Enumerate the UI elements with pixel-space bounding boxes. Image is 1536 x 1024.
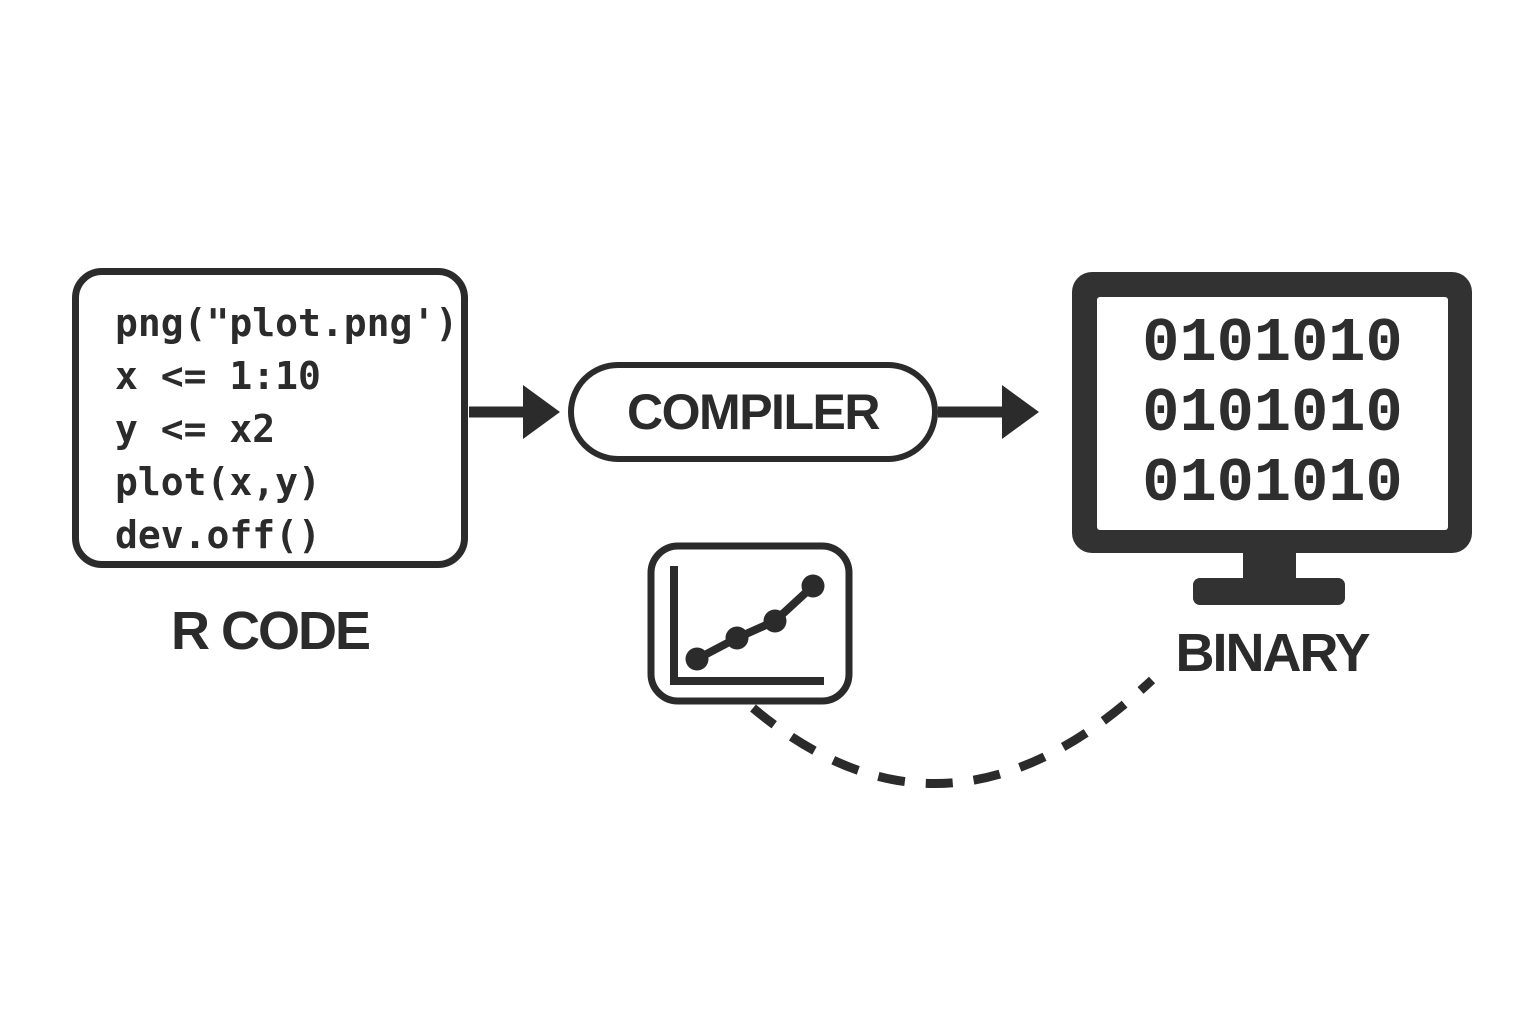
binary-line: 0101010	[1142, 307, 1403, 379]
binary-screen: 0101010 0101010 0101010	[1097, 297, 1448, 530]
code-line: y <= x2	[115, 407, 276, 451]
code-line: plot(x,y)	[115, 460, 321, 504]
r-code-box: png("plot.png') x <= 1:10 y <= x2 plot(x…	[72, 268, 468, 568]
monitor-stand-neck	[1243, 550, 1296, 580]
code-line: png("plot.png')	[115, 301, 459, 345]
chart-axes	[670, 566, 824, 685]
monitor-stand-base	[1193, 578, 1345, 605]
binary-line: 0101010	[1142, 447, 1403, 519]
compiler-label: COMPILER	[627, 384, 880, 440]
arrow-right-icon	[469, 385, 560, 439]
binary-line: 0101010	[1142, 377, 1403, 449]
line-chart-icon	[647, 542, 853, 705]
chart-line	[695, 583, 816, 663]
code-line: x <= 1:10	[115, 354, 321, 398]
r-code-label: R CODE	[170, 601, 371, 661]
code-line: dev.off()	[115, 513, 321, 557]
compiler-pill: COMPILER	[568, 362, 938, 462]
binary-label: BINARY	[1175, 623, 1370, 683]
monitor-icon: 0101010 0101010 0101010	[1072, 272, 1472, 553]
arrow-right-icon	[938, 385, 1039, 439]
